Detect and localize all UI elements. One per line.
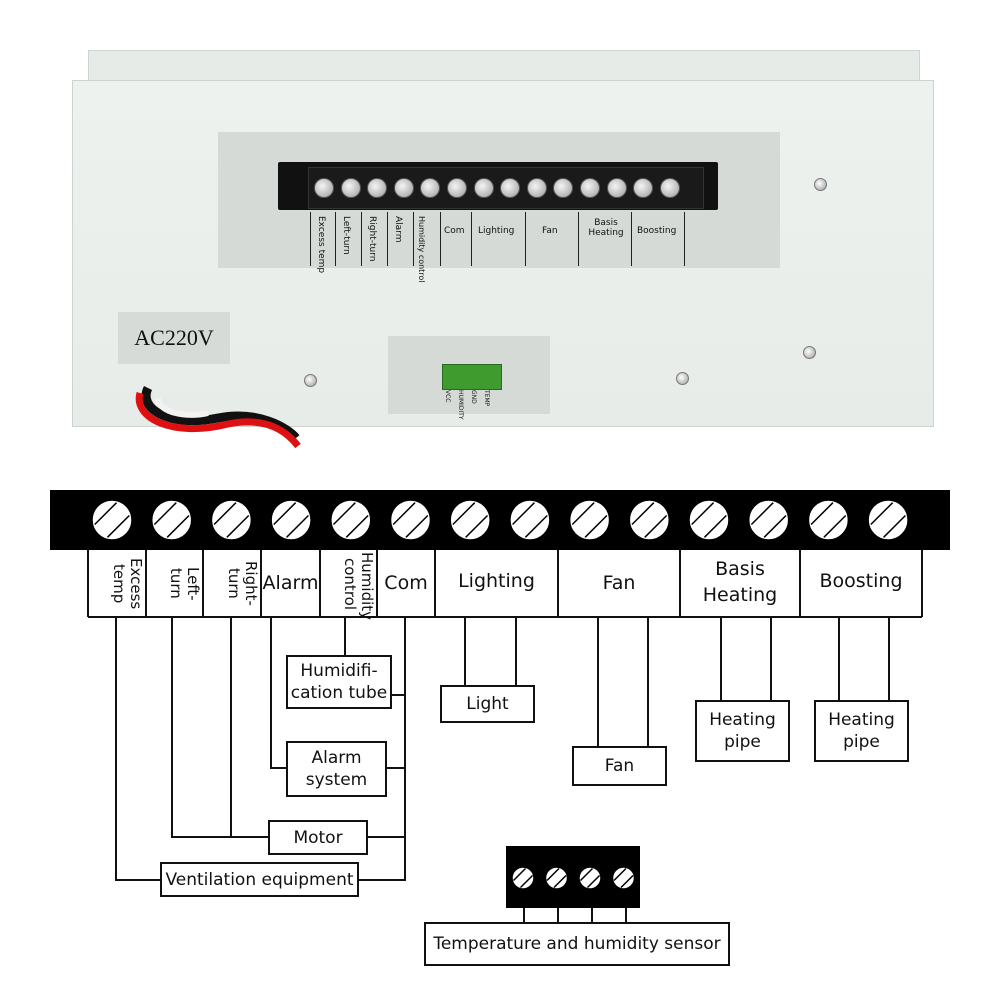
device-motor: Motor	[268, 820, 368, 855]
device-alarm-system: Alarm system	[286, 741, 387, 797]
photo-cell-fan: Fan	[525, 212, 578, 266]
bolt-icon	[803, 346, 816, 359]
screw-icon	[210, 499, 253, 541]
screw-icon	[389, 499, 432, 541]
controller-photo: Excess temp Left-turn Right-turn Alarm H…	[70, 50, 934, 448]
screw-icon	[509, 499, 551, 541]
terminal-label-fan: Fan	[602, 572, 636, 594]
photo-screw-icon	[633, 178, 654, 198]
screw-icon	[330, 499, 372, 541]
screw-icon	[544, 866, 569, 890]
screw-icon	[91, 499, 133, 541]
photo-screw-icon	[580, 178, 600, 198]
photo-screw-icon	[420, 178, 441, 198]
photo-screw-icon	[447, 178, 467, 198]
photo-sensor-humidity: HUMIDITY	[457, 390, 464, 420]
photo-label-fan: Fan	[542, 226, 558, 236]
photo-label-boosting: Boosting	[637, 226, 677, 236]
terminal-label-boosting: Boosting	[819, 570, 903, 592]
screw-icon	[568, 499, 611, 541]
photo-label-humidity: Humidity control	[417, 216, 426, 283]
photo-cell-com: Com	[440, 212, 471, 266]
photo-cell-excess-temp: Excess temp	[310, 212, 335, 273]
photo-label-lighting: Lighting	[478, 226, 515, 236]
terminal-label-right-turn: Right- turn	[225, 561, 260, 606]
photo-cell-boosting: Boosting	[631, 212, 685, 266]
screw-icon	[511, 866, 535, 890]
label-strip	[87, 550, 923, 618]
photo-label-com: Com	[444, 226, 465, 236]
device-temperature-humidity-sensor: Temperature and humidity sensor	[424, 922, 730, 966]
bolt-icon	[304, 374, 317, 387]
photo-label-left-turn: Left-turn	[341, 216, 351, 255]
device-light: Light	[440, 685, 535, 723]
photo-cell-right-turn: Right-turn	[361, 212, 386, 266]
terminal-label-humidity-control: Humidity control	[341, 552, 376, 621]
sensor-screws	[511, 866, 636, 890]
photo-cell-left-turn: Left-turn	[335, 212, 360, 266]
terminal-label-alarm: Alarm	[262, 572, 319, 594]
photo-screw-icon	[526, 178, 547, 198]
wires	[115, 617, 890, 925]
screw-icon	[578, 866, 602, 890]
terminal-label-excess-temp: Excess temp	[110, 557, 145, 610]
photo-screw-icon	[659, 178, 680, 198]
screw-icon	[628, 499, 671, 541]
photo-screw-icon	[367, 178, 388, 198]
device-heating-pipe-1: Heating pipe	[695, 700, 790, 762]
photo-label-basis-heating: Basis Heating	[588, 218, 624, 238]
terminal-label-basis-heating: Basis Heating	[702, 558, 778, 606]
sensor-connector	[442, 364, 502, 390]
photo-screw-icon	[340, 178, 361, 198]
terminal-label-lighting: Lighting	[458, 570, 535, 592]
photo-screw-icon	[393, 178, 414, 198]
photo-screw-icon	[606, 178, 627, 198]
screw-icon	[611, 866, 636, 890]
photo-label-alarm: Alarm	[393, 216, 403, 243]
photo-label-right-turn: Right-turn	[367, 216, 377, 262]
bolt-icon	[676, 372, 689, 385]
screw-icon	[747, 499, 790, 541]
terminal-label-left-turn: Left- turn	[167, 566, 202, 601]
photo-sensor-gnd: GND	[470, 390, 477, 404]
photo-cell-alarm: Alarm	[387, 212, 412, 266]
bolt-icon	[814, 178, 827, 191]
power-cable	[135, 385, 301, 448]
photo-cell-humidity: Humidity control	[413, 212, 440, 283]
screw-icon	[867, 499, 909, 541]
terminal-label-com: Com	[384, 572, 428, 594]
terminal-screws	[91, 499, 909, 541]
device-heating-pipe-2: Heating pipe	[814, 700, 909, 762]
photo-screw-icon	[553, 178, 574, 198]
device-humidification-tube: Humidifi- cation tube	[286, 655, 392, 709]
photo-sensor-temp: TEMP	[483, 390, 490, 407]
photo-screw-icon	[473, 178, 494, 198]
screw-icon	[807, 499, 850, 541]
screw-icon	[688, 499, 730, 541]
photo-cell-basis-heating: Basis Heating	[578, 212, 631, 266]
device-ventilation-equipment: Ventilation equipment	[160, 862, 359, 897]
photo-sensor-vcc: VCC	[444, 390, 451, 403]
device-fan: Fan	[572, 746, 667, 786]
photo-label-excess-temp: Excess temp	[316, 216, 326, 274]
photo-screw-icon	[500, 178, 521, 198]
screw-icon	[449, 499, 491, 541]
voltage-label: AC220V	[118, 312, 230, 364]
photo-screw-icon	[314, 178, 334, 198]
photo-cell-lighting: Lighting	[471, 212, 524, 266]
terminal-bar	[50, 490, 950, 550]
screw-icon	[270, 499, 312, 541]
screw-icon	[150, 499, 193, 541]
